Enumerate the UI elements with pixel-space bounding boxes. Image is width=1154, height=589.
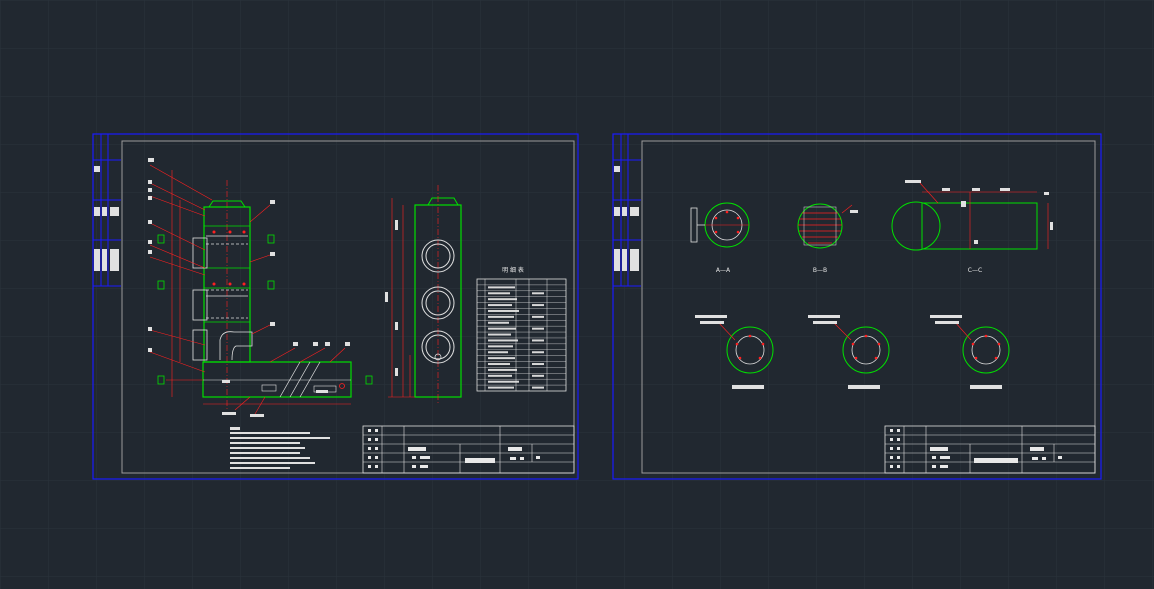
sheet1-inner-border xyxy=(121,140,575,474)
sheet2-outer-frame xyxy=(612,133,1102,480)
section-label-a-a: A—A xyxy=(716,267,731,274)
sheet2-title-block xyxy=(884,425,1096,474)
sheet1-title-block xyxy=(362,425,575,474)
section-label-b-b: B—B xyxy=(813,267,827,274)
flange-view-left xyxy=(695,315,774,389)
section-a-a: A—A xyxy=(690,202,750,274)
sheet1-parts-table: 明 细 表 xyxy=(476,266,567,392)
sheet2-binding-marks xyxy=(614,166,639,271)
sheet-2: A—A B—B xyxy=(612,133,1102,480)
sheet1-notes xyxy=(230,427,330,469)
flange-view-middle xyxy=(808,315,890,389)
tower-front-view xyxy=(148,158,373,417)
parts-table-title: 明 细 表 xyxy=(502,266,524,274)
section-c-c: C—C xyxy=(891,180,1053,274)
section-label-c-c: C—C xyxy=(968,267,982,274)
section-b-b: B—B xyxy=(797,203,858,274)
sheet1-outer-frame xyxy=(92,133,579,480)
sheet-1: 明 细 表 xyxy=(92,133,579,480)
tower-side-view xyxy=(385,185,462,405)
flange-view-right xyxy=(930,315,1010,389)
sheet2-inner-border xyxy=(641,140,1096,474)
sheet1-binding-marks xyxy=(94,166,119,271)
